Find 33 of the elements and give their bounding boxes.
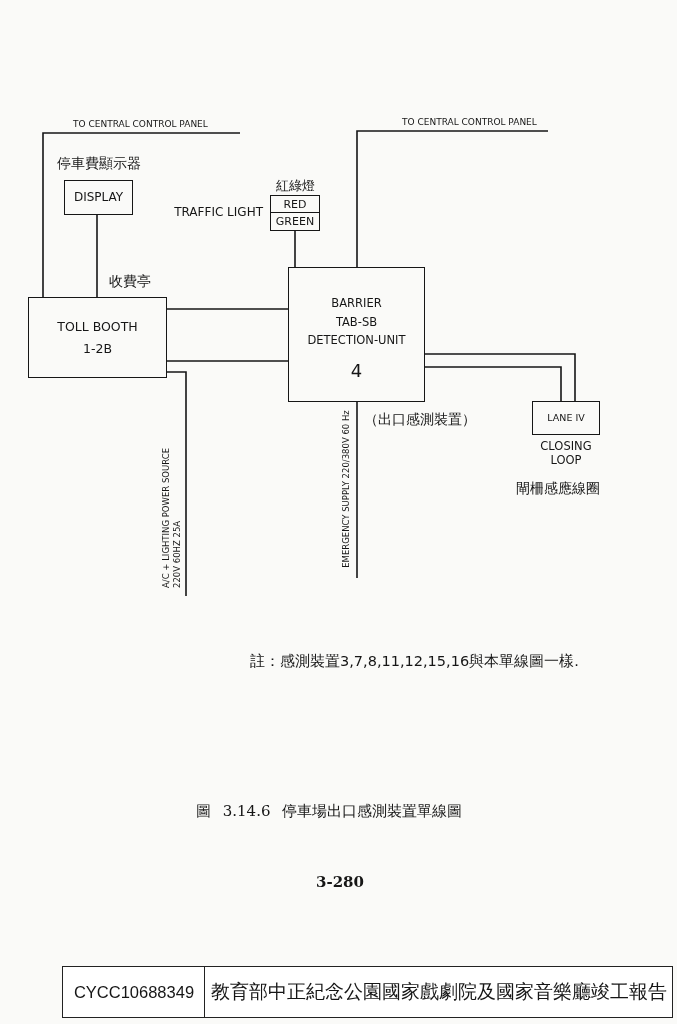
- footer-cell: 教育部中正紀念公園國家戲劇院及國家音樂廳竣工報告: [204, 966, 673, 1018]
- side-label: CLOSING LOOP: [539, 439, 593, 467]
- connector-line: [166, 360, 289, 362]
- line-label: TO CENTRAL CONTROL PANEL: [402, 117, 537, 128]
- box-label: 4: [350, 361, 363, 382]
- line-label: TO CENTRAL CONTROL PANEL: [73, 119, 208, 130]
- footer-cell: CYCC10688349: [62, 966, 206, 1018]
- lamp-cell: RED: [271, 196, 319, 213]
- box-label: BARRIER TAB-SB DETECTION-UNIT: [306, 295, 407, 349]
- side-label: 閘柵感應線圈: [516, 480, 600, 497]
- side-label: TRAFFIC LIGHT: [174, 206, 263, 220]
- figure-caption: 圖 3.14.6 停車場出口感測裝置單線圖: [196, 802, 463, 821]
- note-text: 註：感測裝置3,7,8,11,12,15,16與本單線圖一樣.: [250, 652, 579, 671]
- page-number: 3-280: [316, 873, 364, 891]
- line-label: EMERGENCY SUPPLY 220/380V 60 Hz: [342, 410, 352, 568]
- connector-line: [424, 353, 576, 402]
- connector-line: [294, 230, 296, 268]
- connector-line: [166, 371, 187, 597]
- box-label: TOLL BOOTH 1-2B: [56, 317, 139, 358]
- box-heading: 停車費顯示器: [56, 154, 141, 171]
- connector-line: [424, 366, 562, 402]
- lamp-cell-text: GREEN: [274, 214, 316, 230]
- connector-line: [356, 130, 549, 268]
- box-heading: 紅綠燈: [275, 179, 315, 194]
- connector-line: [166, 308, 289, 310]
- side-label: （出口感測裝置）: [364, 411, 476, 428]
- box-label: DISPLAY: [73, 190, 124, 205]
- box-heading: 收費亭: [109, 273, 151, 290]
- box-label: LANE IV: [547, 412, 585, 424]
- connector-line: [356, 401, 358, 579]
- connector-line: [42, 132, 241, 298]
- connector-line: [96, 214, 98, 298]
- line-label: A/C + LIGHTING POWER SOURCE 220V 60HZ 25A: [160, 447, 182, 588]
